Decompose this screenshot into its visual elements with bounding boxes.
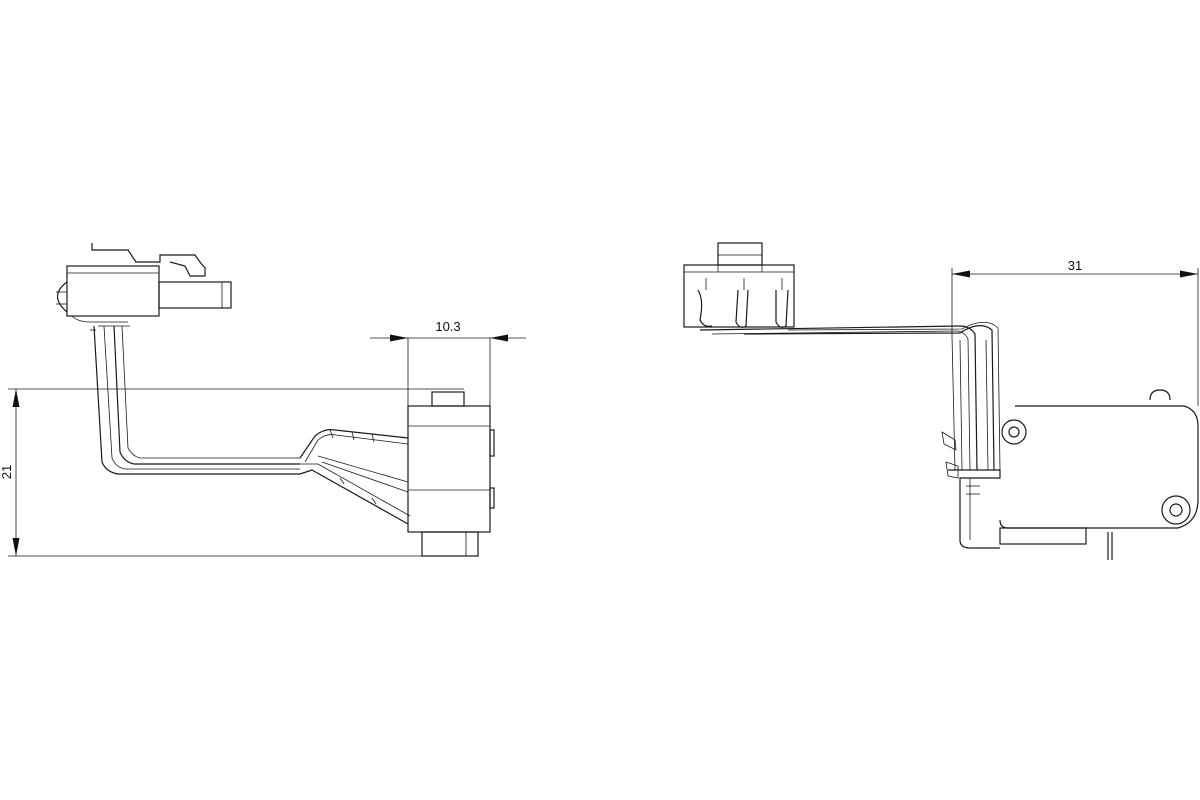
front-view: 31	[683, 242, 1199, 560]
side-wires	[90, 325, 411, 525]
dim-side-height: 21	[0, 388, 478, 557]
dim-label-21: 21	[0, 465, 14, 479]
dim-label-10-3: 10.3	[435, 319, 460, 334]
dim-front-width: 31	[951, 258, 1199, 406]
side-view: 10.3 21	[0, 243, 526, 557]
front-wires	[699, 321, 1001, 471]
front-switch-body	[941, 389, 1199, 560]
front-connector	[683, 242, 795, 328]
dim-label-31: 31	[1068, 258, 1082, 273]
side-connector	[56, 243, 232, 323]
side-switch-body	[407, 391, 495, 557]
dim-side-width: 10.3	[370, 319, 526, 406]
